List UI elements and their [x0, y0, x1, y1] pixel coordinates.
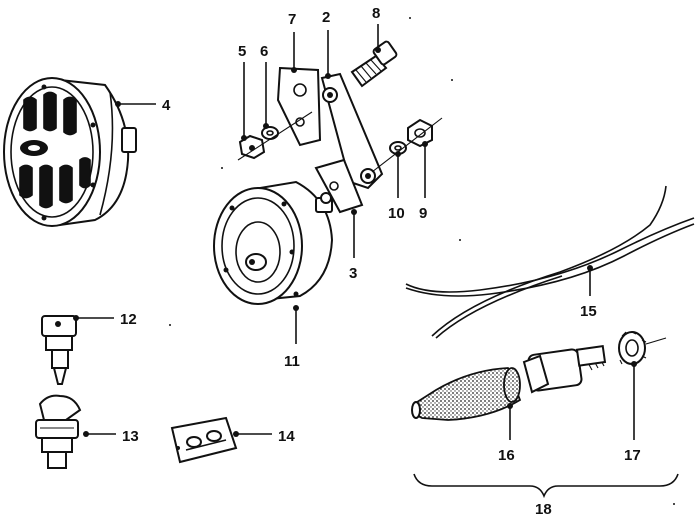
print-specks	[169, 17, 675, 505]
label-part-11: 11	[284, 353, 300, 370]
connector-part-13	[35, 394, 82, 469]
horn-body-part-11	[213, 180, 334, 305]
label-part-4: 4	[162, 97, 171, 114]
label-part-14: 14	[278, 428, 295, 445]
mounting-bracket-part-7	[276, 66, 322, 147]
label-part-15: 15	[580, 303, 597, 320]
label-part-5: 5	[238, 43, 246, 60]
group-brace-18	[413, 473, 679, 499]
label-part-3: 3	[349, 265, 357, 282]
switch-part-12	[41, 315, 77, 385]
label-part-2: 2	[322, 9, 330, 26]
horn-grille-part-4	[3, 77, 137, 227]
label-part-16: 16	[498, 447, 515, 464]
label-part-12: 12	[120, 311, 137, 328]
label-part-10: 10	[388, 205, 405, 222]
label-part-6: 6	[260, 43, 268, 60]
label-part-7: 7	[288, 11, 296, 28]
bracket-plate-part-3	[314, 158, 364, 214]
knurled-nut-part-17	[618, 331, 647, 365]
bracket-arm-part-2	[320, 72, 384, 190]
assembly-axis-line	[237, 111, 313, 161]
washer-part-6	[261, 126, 279, 140]
label-part-17: 17	[624, 447, 641, 464]
bolt-part-8	[350, 40, 398, 88]
label-part-13: 13	[122, 428, 139, 445]
label-part-8: 8	[372, 5, 380, 22]
cable-part-15	[405, 185, 695, 339]
leader-lines	[73, 24, 637, 440]
assembly-axis-line	[371, 117, 443, 173]
plug-body	[522, 344, 607, 394]
relay-plate-part-14	[170, 416, 238, 464]
assembly-axis-line	[645, 337, 667, 345]
label-part-18: 18	[535, 501, 552, 518]
label-part-9: 9	[419, 205, 427, 222]
rubber-boot-part-16	[411, 367, 522, 421]
